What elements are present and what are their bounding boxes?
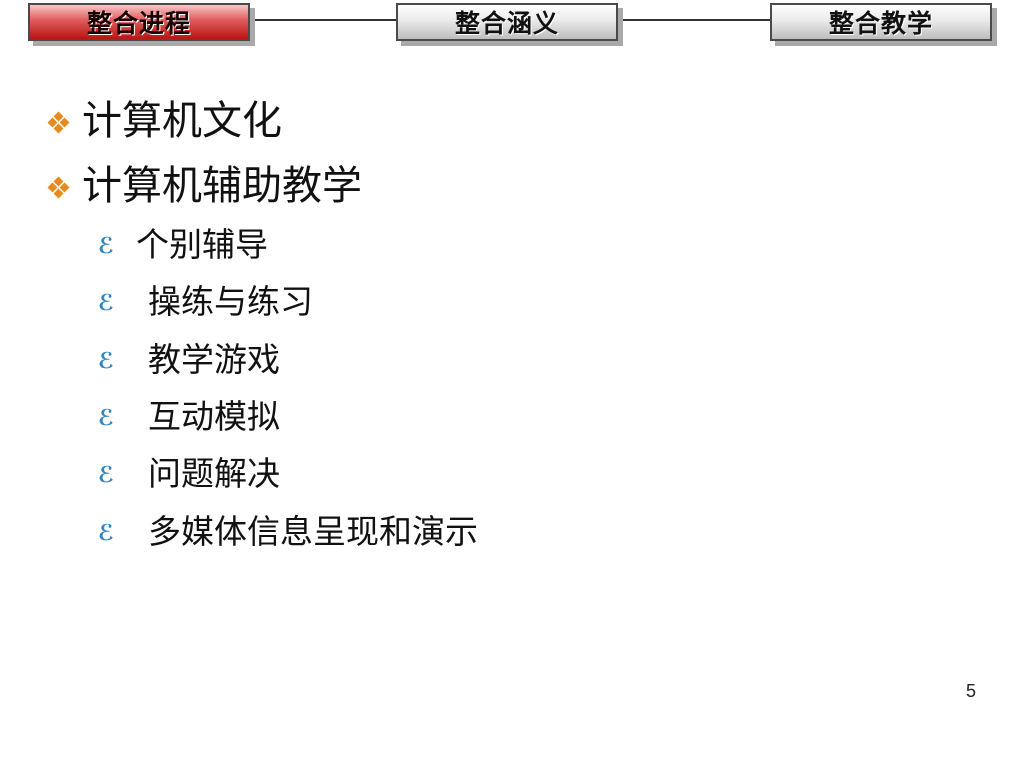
- tab-label: 整合进程: [86, 9, 191, 38]
- blue-swirl-icon: ℰ: [98, 234, 115, 259]
- list-item: 计算机辅助教学: [47, 153, 362, 211]
- tab-label: 整合教学: [828, 9, 933, 38]
- list-item: 计算机文化: [47, 88, 282, 146]
- tab-integration-process[interactable]: 整合进程: [28, 3, 250, 41]
- blue-swirl-icon: ℰ: [98, 291, 115, 316]
- nav-connector-2: [618, 19, 772, 21]
- list-item: ℰ 问题解决: [98, 447, 280, 495]
- orange-diamond-icon: [47, 111, 70, 134]
- tab-integration-teaching[interactable]: 整合教学: [770, 3, 992, 41]
- tab-label: 整合涵义: [454, 9, 559, 38]
- list-item-text: 互动模拟: [148, 397, 280, 436]
- list-item-text: 操练与练习: [148, 282, 313, 321]
- blue-swirl-icon: ℰ: [98, 349, 115, 374]
- blue-swirl-icon: ℰ: [98, 406, 115, 431]
- nav-connector-1: [252, 19, 398, 21]
- list-item-text: 计算机文化: [82, 98, 282, 144]
- list-item-text: 个别辅导: [136, 225, 268, 264]
- page-number: 5: [966, 681, 977, 701]
- blue-swirl-icon: ℰ: [98, 463, 115, 488]
- list-item: ℰ 多媒体信息呈现和演示: [98, 505, 478, 553]
- list-item-text: 教学游戏: [148, 340, 280, 379]
- list-item: ℰ 互动模拟: [98, 390, 280, 438]
- blue-swirl-icon: ℰ: [98, 521, 115, 546]
- list-item: ℰ 个别辅导: [98, 218, 268, 266]
- section-nav: 整合进程 整合涵义 整合教学: [0, 0, 1024, 60]
- tab-integration-meaning[interactable]: 整合涵义: [396, 3, 618, 41]
- orange-diamond-icon: [47, 176, 70, 199]
- list-item: ℰ 教学游戏: [98, 333, 280, 381]
- list-item-text: 计算机辅助教学: [82, 163, 362, 209]
- list-item-text: 多媒体信息呈现和演示: [148, 512, 478, 551]
- list-item: ℰ 操练与练习: [98, 275, 313, 323]
- list-item-text: 问题解决: [148, 454, 280, 493]
